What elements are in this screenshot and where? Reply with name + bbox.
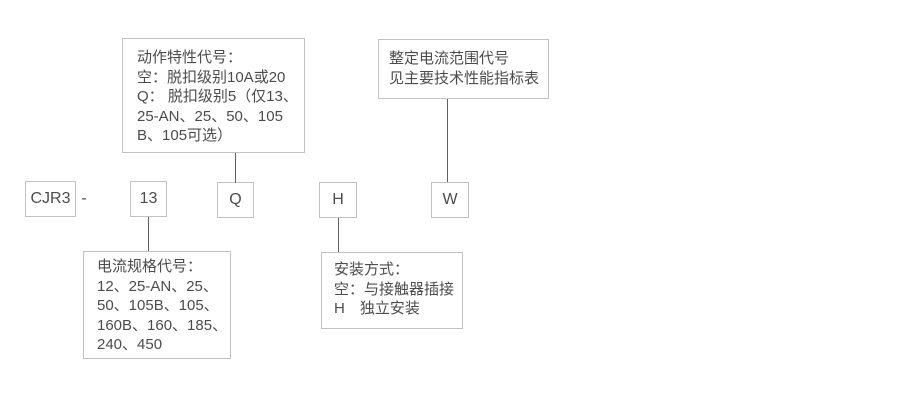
callout-line: H 独立安装 — [334, 300, 420, 317]
callout-line: 空：与接触器插接 — [334, 280, 455, 298]
connector-line-range-to-w — [447, 99, 448, 182]
callout-line: 电流规格代号： — [97, 258, 203, 275]
connector-line-action-to-q — [235, 153, 236, 183]
series-code-box: CJR3 — [25, 181, 76, 217]
setting-current-range-callout: 整定电流范围代号 见主要技术性能指标表 — [378, 39, 549, 99]
callout-line: 240、450 — [97, 336, 163, 353]
callout-line: 12、25-AN、25、 — [97, 277, 218, 295]
callout-line: 160B、160、185、 — [97, 316, 228, 334]
callout-line: 50、105B、105、 — [97, 297, 219, 314]
mounting-code-box: H — [319, 182, 357, 218]
range-code-box: W — [431, 182, 469, 218]
connector-line-h-to-mounting — [338, 218, 339, 252]
series-separator: - — [81, 190, 87, 207]
callout-line: 动作特性代号： — [137, 49, 243, 66]
callout-line: Q： 脱扣级别5（仅13、 — [137, 88, 298, 105]
mounting-type-callout: 安装方式： 空：与接触器插接 H 独立安装 — [321, 252, 463, 329]
callout-line: B、105可选） — [137, 127, 233, 144]
callout-line: 安装方式： — [334, 261, 410, 278]
callout-line: 25-AN、25、50、105 — [137, 107, 283, 125]
current-spec-callout: 电流规格代号： 12、25-AN、25、 50、105B、105、 160B、1… — [83, 251, 231, 359]
callout-line: 空：脱扣级别10A或20 — [137, 68, 286, 86]
action-code-box: Q — [217, 182, 254, 218]
connector-line-13-to-current-spec — [148, 217, 149, 251]
action-characteristic-callout: 动作特性代号： 空：脱扣级别10A或20 Q： 脱扣级别5（仅13、 25-AN… — [122, 38, 305, 153]
callout-line: 见主要技术性能指标表 — [389, 69, 540, 87]
callout-line: 整定电流范围代号 — [389, 50, 510, 67]
current-code-box: 13 — [130, 181, 167, 217]
